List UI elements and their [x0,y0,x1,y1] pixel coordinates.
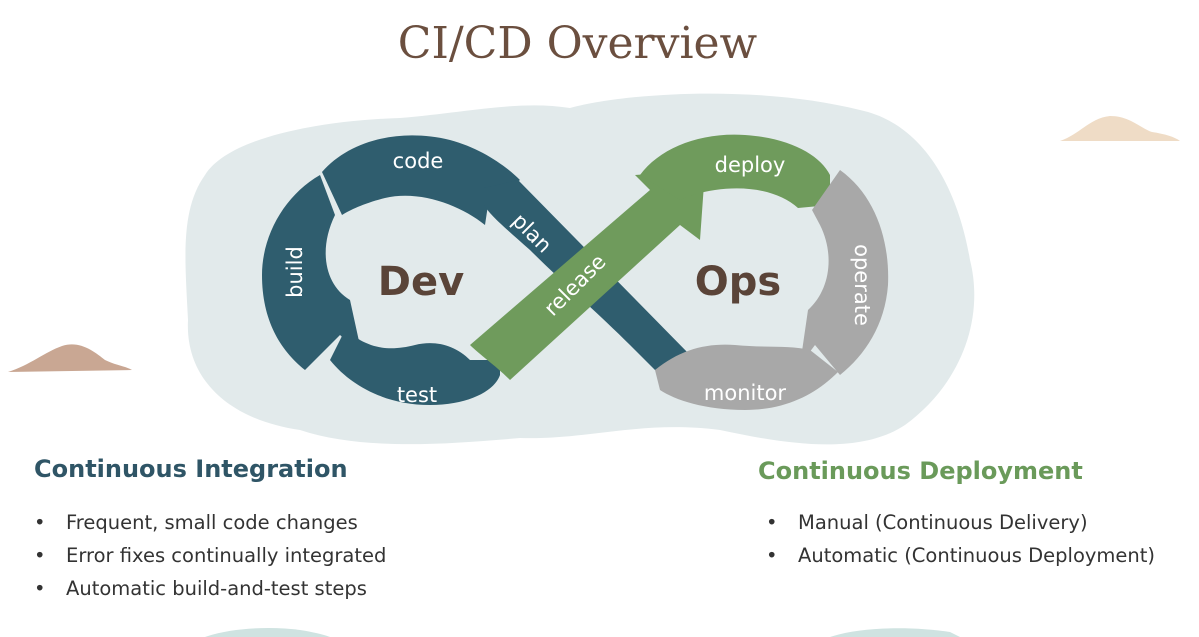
list-item: • Error fixes continually integrated [34,539,386,572]
segment-test [330,330,500,405]
list-item: • Manual (Continuous Delivery) [766,506,1155,539]
label-code: code [393,149,444,173]
ci-item-3: Automatic build-and-test steps [66,577,367,600]
bullet: • [766,511,778,534]
label-operate: operate [850,244,874,326]
cd-heading: Continuous Deployment [758,457,1083,485]
cloud-right [1060,116,1180,141]
segment-operate [800,170,889,375]
cd-list: • Manual (Continuous Delivery) • Automatic… [766,506,1155,572]
dev-label: Dev [378,259,464,305]
ops-label: Ops [695,259,781,305]
list-item: • Automatic build-and-test steps [34,572,386,605]
ci-item-1: Frequent, small code changes [66,511,358,534]
bullet: • [34,511,46,534]
list-item: • Frequent, small code changes [34,506,386,539]
label-build: build [283,246,307,298]
label-deploy: deploy [715,153,786,177]
ci-item-2: Error fixes continually integrated [66,544,387,567]
cd-item-1: Manual (Continuous Delivery) [798,511,1088,534]
page-title: CI/CD Overview [397,18,758,69]
ground-strip-right [830,628,960,637]
label-monitor: monitor [704,381,787,405]
segment-code [322,135,520,225]
list-item: • Automatic (Continuous Deployment) [766,539,1155,572]
segment-monitor [655,344,838,410]
label-test: test [397,383,437,407]
cloud-left [8,344,132,372]
ground-strip-left [205,628,330,637]
bullet: • [34,577,46,600]
segment-deploy [640,134,830,208]
segment-release [470,170,705,380]
bullet: • [34,544,46,567]
bullet: • [766,544,778,567]
ci-heading: Continuous Integration [34,455,348,483]
cd-item-2: Automatic (Continuous Deployment) [798,544,1156,567]
segment-build [262,175,362,370]
ci-list: • Frequent, small code changes • Error fix… [34,506,386,605]
